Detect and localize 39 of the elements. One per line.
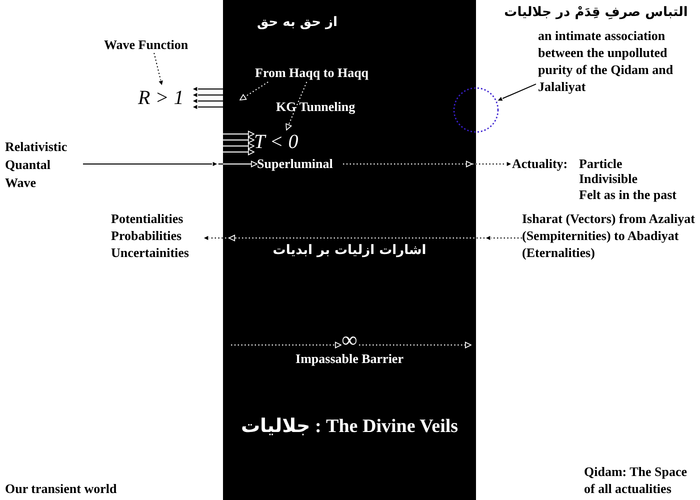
- arrow: [154, 52, 163, 86]
- arrow: [286, 82, 308, 130]
- text-label: R > 1: [138, 86, 192, 110]
- text-label: Particle: [579, 155, 624, 172]
- text-label: From Haqq to Haqq: [255, 64, 370, 81]
- infinity-symbol: ∞: [342, 330, 358, 350]
- text-label: Relativistic Quantal Wave: [5, 138, 83, 192]
- text-label: Superluminal: [257, 155, 343, 173]
- text-label: جلاليات : The Divine Veils: [240, 418, 458, 435]
- heading-text: Actuality:: [512, 155, 569, 172]
- arrow: [202, 234, 522, 242]
- barrier-band: [223, 0, 476, 500]
- region-label: Our transient world: [5, 480, 118, 497]
- arrow: [192, 99, 224, 103]
- arrow: [222, 136, 254, 144]
- text-label: Felt as in the past: [579, 186, 678, 203]
- arrow: [192, 93, 224, 97]
- heading-text: التباس صرفِ قِدَمْ در جلاليات: [503, 4, 689, 21]
- text-label: Impassable Barrier: [296, 350, 404, 367]
- text-label: KG Tunneling: [276, 98, 368, 115]
- text-label: Isharat (Vectors) from Azaliyat (Sempiternities) to Abadiyat (Eternalities): [522, 210, 700, 264]
- arrow: [240, 82, 269, 100]
- region-label: Qidam: The Space of all actualities: [584, 463, 688, 497]
- arrow: [192, 87, 224, 91]
- arrow: [496, 84, 536, 102]
- arrow: [222, 142, 254, 150]
- arrow: [222, 130, 254, 138]
- text-label: an intimate association between the unpolluted purity of the Qidam and Jalaliyat: [538, 27, 674, 95]
- text-label: اشارات ازليات بر ابديات: [223, 240, 476, 264]
- text-label: Potentialities Probabilities Uncertainities: [111, 210, 203, 264]
- arrow: [222, 148, 254, 156]
- arrow: [342, 160, 512, 168]
- arrow: [192, 105, 224, 109]
- text-label: T < 0: [254, 130, 308, 156]
- heading-text: از حق به حق: [257, 14, 338, 31]
- dotted-circle: [453, 87, 499, 133]
- text-label: Indivisible: [579, 170, 639, 187]
- text-label: Wave Function: [104, 36, 200, 53]
- arrow: [82, 160, 258, 168]
